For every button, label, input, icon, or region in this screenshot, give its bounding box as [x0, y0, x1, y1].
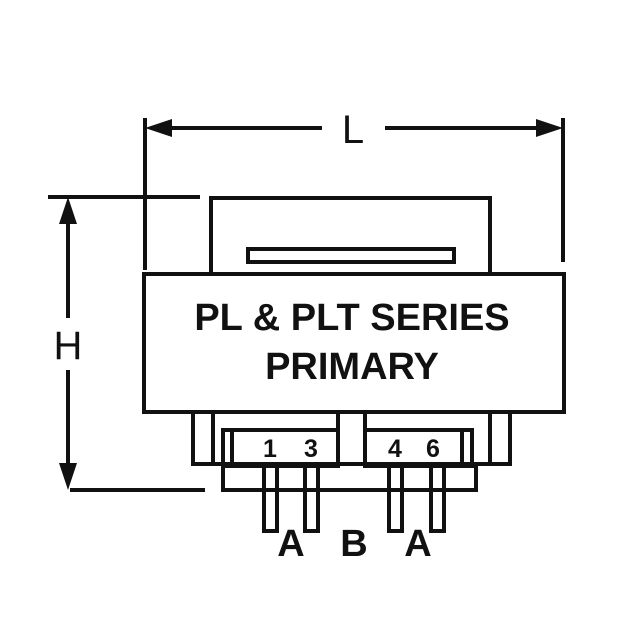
pin-1-leg	[262, 464, 279, 533]
group-b-label: B	[340, 523, 367, 565]
terminal-box-right	[363, 428, 474, 468]
transformer-body	[142, 272, 566, 414]
pin-6-label: 6	[426, 435, 440, 463]
height-label: H	[54, 324, 83, 368]
l-arrow-right	[536, 119, 563, 137]
pin-4-label: 4	[388, 435, 402, 463]
core-top	[209, 196, 492, 274]
l-arrow-left	[145, 119, 172, 137]
pin-4-leg	[387, 464, 404, 533]
core-slot	[246, 247, 456, 264]
pin-3-label: 3	[304, 435, 318, 463]
terminal-box-left	[221, 428, 340, 468]
pin-1-label: 1	[263, 435, 277, 463]
group-a-right-label: A	[404, 523, 431, 565]
length-label: L	[342, 108, 364, 152]
pin-6-leg	[429, 464, 446, 533]
pin-3-leg	[303, 464, 320, 533]
h-arrow-bottom	[59, 463, 77, 490]
base-plate	[221, 464, 478, 492]
body-title-line2: PRIMARY	[265, 346, 439, 388]
body-title-line1: PL & PLT SERIES	[194, 297, 509, 339]
h-arrow-top	[59, 197, 77, 224]
group-a-left-label: A	[277, 523, 304, 565]
center-post	[336, 412, 367, 466]
